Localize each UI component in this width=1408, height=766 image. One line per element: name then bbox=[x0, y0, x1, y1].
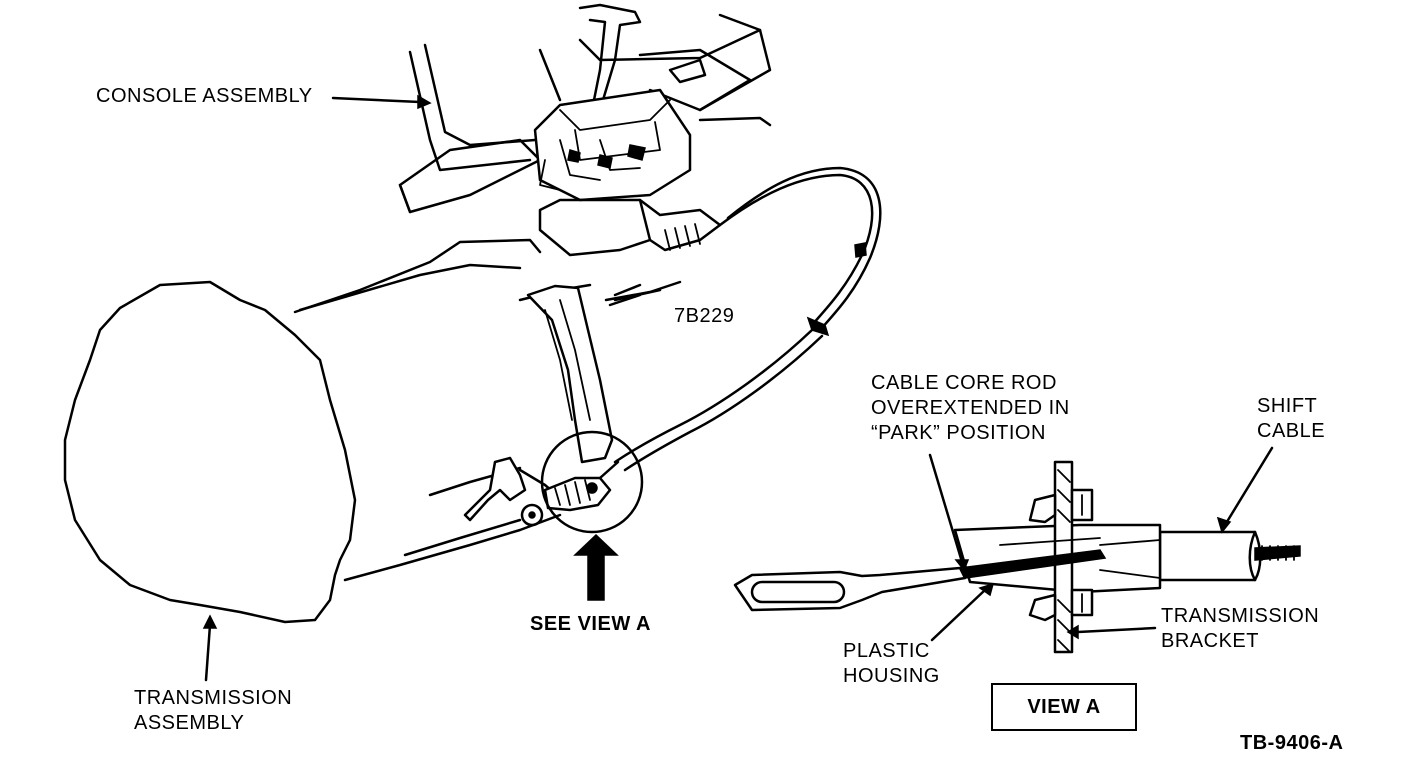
cable-core-rod-label-line1: CABLE CORE ROD bbox=[871, 372, 1057, 394]
cable-core-rod-label-line3: “PARK” POSITION bbox=[871, 422, 1046, 444]
main-leaders bbox=[202, 94, 662, 682]
console-assembly-label: CONSOLE ASSEMBLY bbox=[96, 85, 313, 107]
console-assembly-drawing bbox=[398, 3, 772, 257]
view-a-box: VIEW A bbox=[991, 683, 1137, 731]
view-a-label: VIEW A bbox=[1027, 696, 1101, 718]
see-view-a-label: SEE VIEW A bbox=[530, 613, 651, 635]
transmission-assembly-label-line1: TRANSMISSION bbox=[134, 687, 293, 709]
transmission-assembly-drawing bbox=[63, 238, 682, 624]
view-a-detail-drawing bbox=[733, 446, 1301, 654]
figure-id-label: TB-9406-A bbox=[1240, 732, 1344, 754]
shift-cable-label-line2: CABLE bbox=[1257, 420, 1326, 442]
transmission-assembly-label-line2: ASSEMBLY bbox=[134, 712, 245, 734]
shift-cable-label-line1: SHIFT bbox=[1257, 395, 1318, 417]
transmission-bracket-label-line1: TRANSMISSION bbox=[1161, 605, 1320, 627]
plastic-housing-label-line1: PLASTIC bbox=[843, 640, 930, 662]
transmission-bracket-label-line2: BRACKET bbox=[1161, 630, 1259, 652]
part-number-label: 7B229 bbox=[674, 305, 735, 327]
plastic-housing-label-line2: HOUSING bbox=[843, 665, 940, 687]
shift-cable-routing bbox=[613, 166, 882, 472]
cable-core-rod-label-line2: OVEREXTENDED IN bbox=[871, 397, 1070, 419]
